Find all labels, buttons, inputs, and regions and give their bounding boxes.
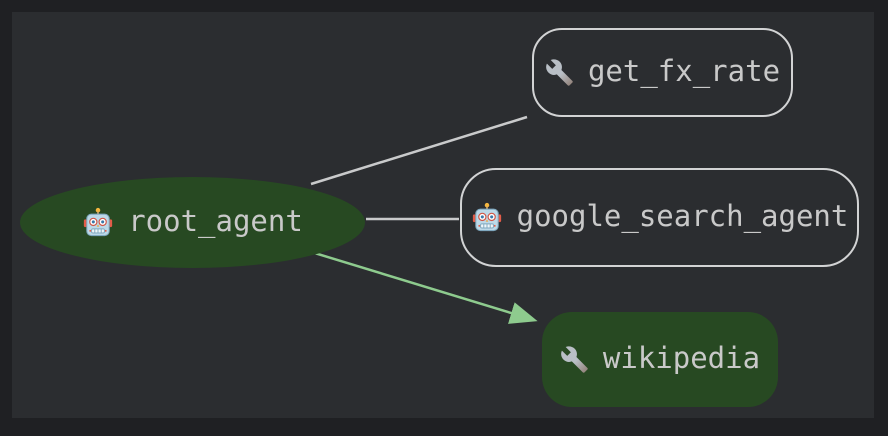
node-wikipedia[interactable]: wikipedia [542, 312, 778, 407]
wrench-icon [560, 345, 589, 374]
node-label: root_agent [128, 204, 303, 238]
node-label: get_fx_rate [587, 54, 781, 88]
robot-icon [471, 202, 503, 234]
node-get-fx-rate[interactable]: get_fx_rate [532, 28, 793, 117]
robot-icon [82, 207, 114, 239]
wrench-icon [545, 58, 574, 87]
node-label: google_search_agent [516, 199, 849, 233]
node-google-search-agent[interactable]: google_search_agent [460, 168, 859, 267]
node-root-agent[interactable]: root_agent [20, 177, 365, 268]
node-label: wikipedia [602, 341, 761, 375]
